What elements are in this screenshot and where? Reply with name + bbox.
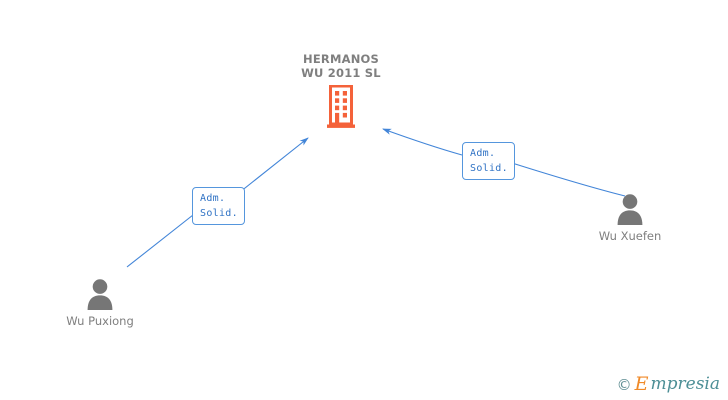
person-name-label: Wu Puxiong (66, 314, 134, 328)
relation-label-adm-solid[interactable]: Adm. Solid. (462, 142, 515, 180)
copyright-icon: © (616, 375, 632, 394)
person-node-wu-puxiong[interactable]: Wu Puxiong (25, 278, 175, 328)
edge-wu-xuefen-to-company (382, 128, 626, 197)
building-icon (327, 85, 355, 128)
edge-wu-puxiong-to-company (126, 137, 309, 268)
company-node[interactable]: HERMANOS WU 2011 SL (261, 52, 421, 129)
person-node-wu-xuefen[interactable]: Wu Xuefen (555, 193, 705, 243)
person-name-label: Wu Xuefen (598, 229, 662, 243)
company-name-label: HERMANOS WU 2011 SL (301, 52, 381, 80)
person-icon (617, 194, 643, 225)
brand-initial: E (634, 373, 649, 395)
empresia-watermark: © E mpresia (617, 375, 720, 394)
relation-label-adm-solid[interactable]: Adm. Solid. (192, 187, 245, 225)
person-icon (87, 279, 113, 310)
brand-name: mpresia (650, 374, 721, 394)
